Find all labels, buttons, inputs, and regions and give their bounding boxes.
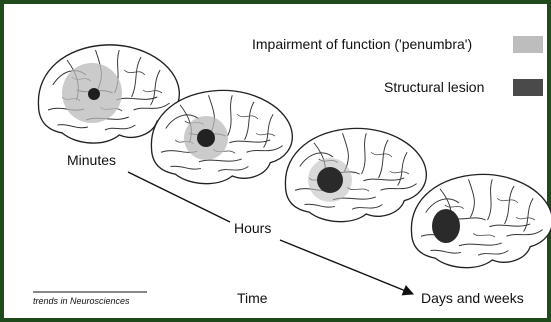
- lesion-core: [88, 88, 100, 100]
- minutes-label: Minutes: [67, 152, 116, 168]
- brain-early-hours: [151, 90, 292, 183]
- penumbra-swatch: [513, 36, 543, 53]
- lesion-swatch: [513, 79, 543, 96]
- brain-days-weeks: [411, 174, 551, 267]
- lesion-core: [432, 209, 460, 243]
- time-arrow-segment-2: [280, 240, 413, 294]
- hours-label: Hours: [234, 220, 271, 236]
- legend-lesion-label: Structural lesion: [384, 79, 484, 95]
- brain-hours: [285, 128, 426, 221]
- time-axis-label: Time: [237, 290, 268, 306]
- lesion-core: [317, 167, 343, 193]
- source-credit: trends in Neurosciences: [33, 296, 130, 306]
- days-weeks-label: Days and weeks: [421, 290, 524, 306]
- legend-penumbra-label: Impairment of function ('penumbra'): [252, 36, 472, 52]
- lesion-core: [197, 129, 215, 147]
